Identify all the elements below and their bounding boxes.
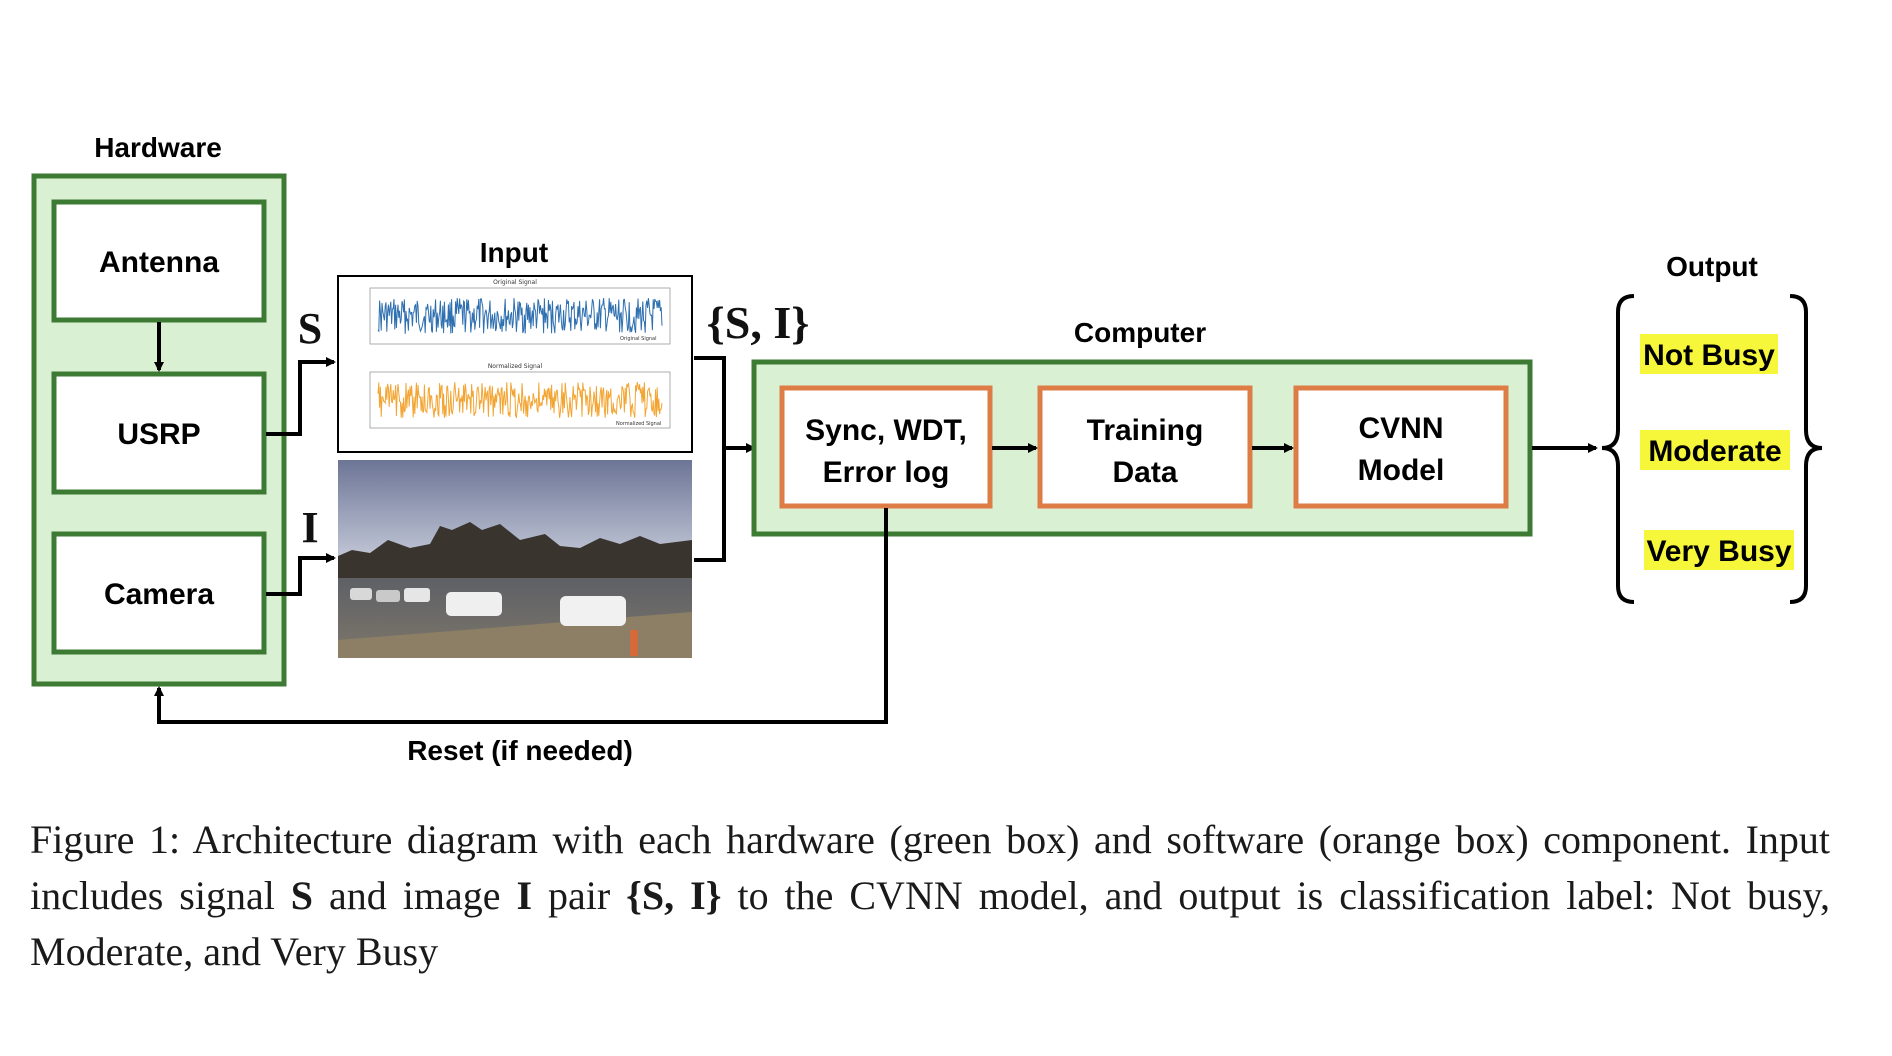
normalized-signal-waveform bbox=[377, 381, 663, 419]
signal-plot-top-title: Original Signal bbox=[493, 279, 537, 286]
output-label-not-busy: Not Busy bbox=[1643, 339, 1775, 372]
caption-pair: {S, I} bbox=[626, 873, 722, 918]
waveform-trace bbox=[377, 297, 663, 334]
image-post bbox=[630, 630, 638, 656]
waveform-trace bbox=[377, 381, 663, 419]
cvnn-label-line2: Model bbox=[1358, 454, 1445, 487]
antenna-label: Antenna bbox=[99, 246, 219, 279]
camera-label: Camera bbox=[104, 578, 214, 611]
reset-feedback-arrow bbox=[154, 508, 888, 724]
sync-label-line1: Sync, WDT, bbox=[805, 414, 967, 447]
computer-title: Computer bbox=[1074, 317, 1206, 348]
caption-signal-symbol: S bbox=[290, 873, 314, 918]
output-title: Output bbox=[1666, 251, 1758, 282]
original-signal-waveform bbox=[377, 297, 663, 334]
antenna-box bbox=[51, 199, 267, 323]
caption-part3: pair bbox=[532, 873, 627, 918]
image-truck bbox=[446, 592, 502, 616]
signal-plot-top-legend: Original Signal bbox=[620, 336, 657, 342]
cvnn-box bbox=[1293, 385, 1509, 509]
signal-plot-bottom-legend: Normalized Signal bbox=[616, 421, 661, 427]
input-title: Input bbox=[480, 237, 548, 268]
output-right-brace bbox=[1789, 294, 1823, 604]
training-label-line2: Data bbox=[1112, 456, 1177, 489]
caption-part2: and image bbox=[313, 873, 517, 918]
pair-label: {S, I} bbox=[707, 297, 810, 348]
usrp-label: USRP bbox=[117, 418, 200, 451]
training-box bbox=[1037, 385, 1253, 509]
image-symbol: I bbox=[301, 503, 318, 552]
sync-box bbox=[779, 385, 993, 509]
architecture-diagram: Hardware Antenna USRP Camera S I Input O… bbox=[31, 132, 1823, 766]
signal-plot-bottom-title: Normalized Signal bbox=[488, 363, 543, 370]
caption-part4: to the CVNN model, and output is classif… bbox=[30, 873, 1830, 974]
output-label-very-busy: Very Busy bbox=[1646, 535, 1791, 568]
usrp-box bbox=[51, 371, 267, 495]
image-car bbox=[404, 588, 430, 602]
image-car bbox=[350, 588, 372, 600]
output-left-brace bbox=[1601, 294, 1635, 604]
signal-plot: Original Signal Original Signal Normaliz… bbox=[337, 275, 693, 453]
hardware-title: Hardware bbox=[94, 132, 222, 163]
camera-box bbox=[51, 531, 267, 655]
training-label-line1: Training bbox=[1087, 414, 1204, 447]
input-merge-line bbox=[694, 356, 726, 562]
traffic-camera-image bbox=[338, 460, 692, 658]
signal-symbol: S bbox=[298, 304, 322, 353]
image-car bbox=[376, 590, 400, 602]
image-car bbox=[560, 596, 626, 626]
reset-label: Reset (if needed) bbox=[407, 735, 633, 766]
usrp-to-signal-arrow bbox=[266, 357, 336, 436]
image-buildings bbox=[338, 522, 692, 580]
sync-label-line2: Error log bbox=[823, 456, 950, 489]
figure-caption: Figure 1: Architecture diagram with each… bbox=[30, 812, 1830, 980]
output-label-moderate: Moderate bbox=[1648, 435, 1781, 468]
caption-image-symbol: I bbox=[516, 873, 533, 918]
output-highlight-moderate bbox=[1640, 430, 1790, 470]
cvnn-label-line1: CVNN bbox=[1358, 412, 1443, 445]
output-highlight-very-busy bbox=[1644, 530, 1794, 570]
output-highlight-not-busy bbox=[1640, 334, 1778, 374]
caption-part1: Figure 1: Architecture diagram with each… bbox=[30, 817, 1830, 918]
camera-to-image-arrow bbox=[266, 553, 336, 596]
